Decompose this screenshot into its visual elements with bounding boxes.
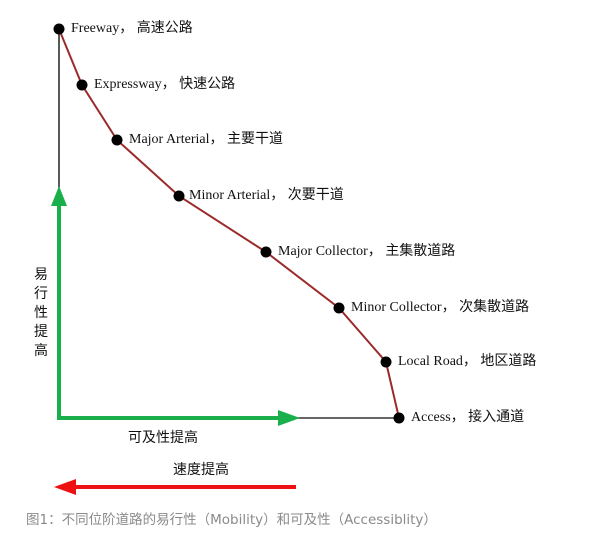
road-point	[111, 134, 123, 146]
road-label-zh: 接入通道	[468, 409, 525, 425]
road-label-zh: 快速公路	[179, 76, 236, 92]
road-label-en: Major Collector，	[278, 244, 382, 259]
road-label-zh: 主要干道	[226, 131, 283, 147]
road-label: Expressway， 快速公路	[94, 76, 235, 93]
road-label-en: Minor Collector，	[351, 300, 456, 315]
road-label: Freeway， 高速公路	[71, 20, 193, 37]
road-label: Minor Arterial， 次要干道	[189, 187, 344, 204]
road-label-en: Freeway，	[71, 21, 134, 36]
road-point	[380, 356, 392, 368]
road-label-en: Expressway，	[94, 77, 176, 92]
road-label: Major Arterial， 主要干道	[129, 131, 283, 148]
speed-arrow	[54, 479, 296, 495]
mobility-axis-label: 易行性提高	[34, 267, 48, 359]
road-point	[53, 23, 65, 35]
road-point	[173, 190, 185, 202]
mobility-arrow	[51, 186, 67, 418]
road-label-zh: 次集散道路	[459, 299, 530, 315]
road-point	[333, 302, 345, 314]
road-label-en: Major Arterial，	[129, 132, 224, 147]
road-label-zh: 次要干道	[287, 187, 344, 203]
road-label-en: Access，	[411, 410, 465, 425]
road-label: Access， 接入通道	[411, 409, 524, 426]
road-label: Major Collector， 主集散道路	[278, 243, 455, 260]
figure-caption: 图1：不同位阶道路的易行性（Mobility）和可及性（Accessiblity…	[26, 512, 437, 528]
road-hierarchy-curve	[58, 28, 400, 419]
road-point	[260, 246, 272, 258]
road-label-zh: 高速公路	[136, 20, 193, 36]
road-point	[393, 412, 405, 424]
accessibility-arrow	[57, 410, 300, 426]
speed-label: 速度提高	[173, 462, 229, 478]
road-label-zh: 主集散道路	[385, 243, 456, 259]
road-label-zh: 地区道路	[480, 353, 537, 369]
road-label-en: Local Road，	[398, 354, 477, 369]
road-label-en: Minor Arterial，	[189, 188, 285, 203]
road-label: Local Road， 地区道路	[398, 353, 536, 370]
accessibility-axis-label: 可及性提高	[128, 430, 198, 446]
road-point	[76, 79, 88, 91]
road-label: Minor Collector， 次集散道路	[351, 299, 529, 316]
